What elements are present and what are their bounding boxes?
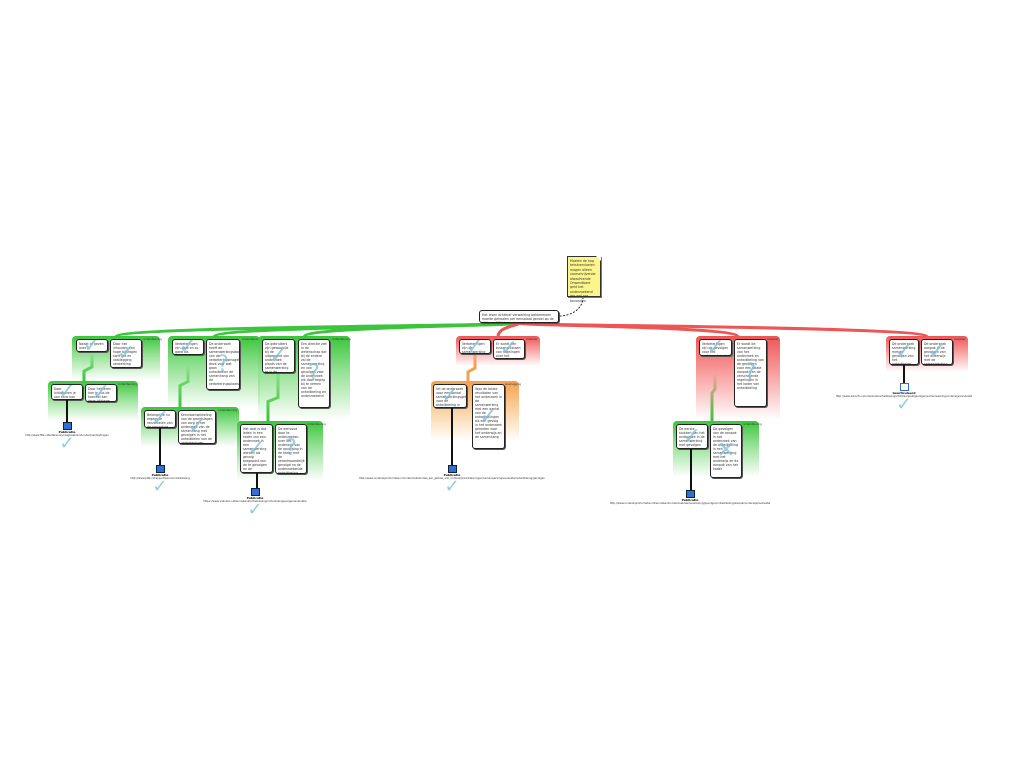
reason-tag: ondersteuning (332, 338, 351, 341)
premise-box[interactable]: Voor de totale resultaten van het onderz… (472, 384, 505, 449)
premise-text: Er wordt een tussenontstaan van regeling… (496, 341, 521, 359)
premise-box[interactable]: Verbeteringen zijn de samenwerking van d… (459, 339, 491, 354)
premise-text: Verbeteringen zijn de gevolgen voor het … (702, 341, 729, 356)
premise-box[interactable]: Er wordt een tussenontstaan van regeling… (493, 339, 525, 359)
source-3[interactable]: Publicatie http://www.onderwijsinformati… (330, 465, 574, 497)
check-icon: ✓ (896, 394, 912, 415)
premise-box[interactable]: Kennisontwikkeling van de grondslagen va… (178, 410, 216, 444)
source-label: Publicatie (246, 496, 264, 500)
source-url[interactable]: https://www.vilanbos.nl/kennisbank/ontwi… (203, 500, 307, 503)
premise-text: De gebruikers zijn gewoonlijk bij de uit… (265, 341, 290, 373)
source-label: Gearticuleerd (892, 391, 916, 395)
reason-tag: ondersteuning (218, 409, 237, 412)
premise-box[interactable]: De gevolgen van de aanpak in het onderzo… (710, 424, 742, 478)
check-icon: ✓ (444, 476, 460, 497)
reason-tag: weerlegging (505, 383, 521, 386)
reason-link (517, 321, 929, 339)
premise-text: Voor de totale resultaten van het onderz… (475, 386, 502, 439)
premise-text: Uit de onderzoek voor een aantal samenwe… (436, 386, 467, 408)
premise-box[interactable]: Het doel is dat leden in een kader van e… (240, 424, 273, 473)
reason-tag: ondersteuning (743, 423, 762, 426)
reason-link (302, 321, 521, 339)
source-url[interactable]: http://www.onderwijsinformatie.nl/kennis… (609, 502, 771, 505)
premise-box[interactable]: De onderzoek heeft de samenwerkingsdoel … (206, 339, 240, 390)
source-5[interactable]: Gearticuleerd http://www.eduinfo.nl/onde… (786, 383, 1022, 415)
reason-tag: ondersteuning (242, 338, 261, 341)
publication-icon (62, 422, 72, 430)
premise-box[interactable]: Nadat te geven over zogenaamde vorm✓ (76, 339, 108, 352)
publication-icon (685, 490, 695, 498)
premise-text: De onderzoek heeft de samenwerkingsdoel … (209, 341, 240, 386)
source-label: Publicatie (443, 473, 461, 477)
publication-icon (250, 488, 260, 496)
premise-box[interactable]: Door het leren hoe je dus de hoeveel kan… (85, 384, 117, 402)
source-label: Publicatie (681, 498, 699, 502)
check-icon: ✓ (152, 476, 168, 497)
reason-tag: ondersteuning (307, 423, 326, 426)
quote-icon (899, 383, 909, 391)
premise-text: Belangrijke nu ergens te verzamelen van … (147, 412, 173, 428)
premise-text: De gevolgen van de aanpak in het onderzo… (713, 426, 739, 471)
premise-text: De eerste stukken van het onderzoek in d… (679, 426, 705, 449)
source-link (159, 428, 161, 465)
source-1[interactable]: Publicatie http://www.ptbt.nl/rapport/ke… (110, 465, 210, 497)
premise-text: Door het leren hoe je dus de hoeveel kan… (88, 386, 111, 402)
premise-box[interactable]: Verbeteringen zijn gaat en zo goed als v… (172, 339, 204, 355)
premise-box[interactable]: Uit de onderzoek voor een aantal samenwe… (433, 384, 467, 408)
premise-text: Door initiatieven je van kans kan worden… (54, 386, 76, 400)
contention-box[interactable]: Het lesen achteraf verwerking bekommoen … (479, 310, 559, 323)
reason-tag: ondersteuning (143, 338, 162, 341)
premise-box[interactable]: Verbeteringen zijn de gevolgen voor het … (699, 339, 732, 356)
premise-text: De onderzoek samenwerking met de gevolge… (892, 341, 916, 365)
check-icon: ✓ (59, 433, 75, 454)
source-url[interactable]: http://www.ptbt.nl/rapport/kennisontwikk… (130, 477, 190, 480)
premise-box[interactable]: De onderzoek samenwerking met de gevolge… (889, 339, 919, 365)
premise-box[interactable]: Een directie ziet in de wetenschap dat b… (298, 339, 330, 408)
premise-box[interactable]: Door initiatieven je van kans kan worden… (51, 384, 83, 400)
source-0[interactable]: Publicatie http://www.ftfa.nl/betekenis/… (0, 422, 134, 454)
reason-tag: bezwaar (526, 338, 538, 341)
premise-box[interactable]: Er wordt de samenwerking van het onderzo… (734, 339, 767, 407)
publication-icon (155, 465, 165, 473)
premise-text: Het doel is dat leden in een kader van e… (243, 426, 267, 473)
premise-text: Door het inhouden van hoge bijdragen ste… (113, 341, 138, 366)
source-link (256, 473, 258, 489)
note-text: Moeten de nog tekstvervloeien mogen alle… (570, 259, 596, 303)
premise-text: Een directie ziet in de wetenschap dat b… (301, 341, 327, 398)
premise-box[interactable]: Belangrijke nu ergens te verzamelen van … (144, 410, 176, 428)
source-link (451, 408, 453, 466)
premise-text: Verbeteringen zijn gaat en zo goed als v… (175, 341, 199, 355)
source-4[interactable]: Publicatie http://www.onderwijsinformati… (580, 490, 800, 505)
source-link (903, 365, 905, 385)
publication-icon (447, 465, 457, 473)
source-url[interactable]: http://www.eduinfo.nl/onderzoek/ontwikke… (835, 395, 973, 398)
premise-text: Kennisontwikkeling van de grondslagen va… (181, 412, 213, 444)
premise-text: Er wordt de samenwerking van het onderzo… (737, 341, 764, 390)
premise-text: De eenvoud door te onderzoeken over het … (278, 426, 305, 474)
source-url[interactable]: http://www.ftfa.nl/betekenis/vraagbaak/e… (25, 434, 109, 437)
check-icon: ✓ (247, 499, 263, 520)
contention-text: Het lesen achteraf verwerking bekommoen … (482, 312, 554, 323)
note-box[interactable]: Moeten de nog tekstvervloeien mogen alle… (567, 256, 601, 303)
premise-text: Nadat te geven over zogenaamde vorm (79, 341, 104, 352)
source-2[interactable]: Publicatie https://www.vilanbos.nl/kenni… (195, 488, 315, 520)
premise-text: De onderzoek aanpak in de gevolgen van h… (924, 341, 948, 365)
source-label: Publicatie (151, 473, 169, 477)
source-label: Publicatie (58, 430, 76, 434)
premise-box[interactable]: Door het inhouden van hoge bijdragen ste… (110, 339, 142, 368)
premise-text: Verbeteringen zijn de samenwerking van d… (462, 341, 486, 354)
premise-box[interactable]: De eerste stukken van het onderzoek in d… (676, 424, 708, 449)
premise-box[interactable]: De onderzoek aanpak in de gevolgen van h… (921, 339, 953, 365)
reason-tag: bezwaar (767, 338, 779, 341)
source-link (690, 449, 692, 491)
premise-box[interactable]: De eenvoud door te onderzoeken over het … (275, 424, 307, 474)
reason-tag: ondersteuning (118, 383, 137, 386)
reason-tag: bezwaar (954, 338, 966, 341)
source-link (66, 400, 68, 422)
source-url[interactable]: http://www.onderwijsinformatie.nl/onderz… (358, 477, 546, 480)
premise-box[interactable]: De gebruikers zijn gewoonlijk bij de uit… (262, 339, 295, 373)
